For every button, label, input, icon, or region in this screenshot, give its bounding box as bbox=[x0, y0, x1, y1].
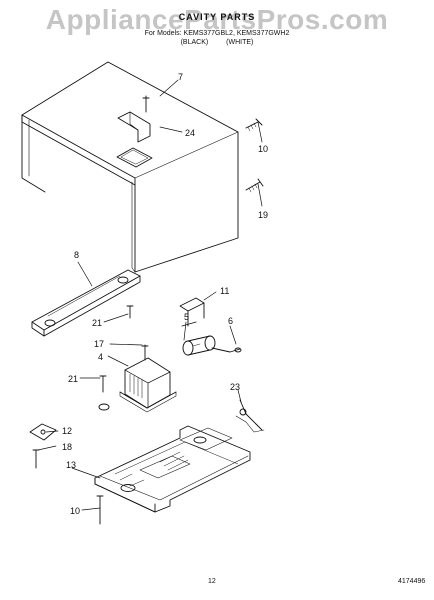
models-line: For Models: KEMS377GBL2, KEMS377GWH2 bbox=[144, 30, 290, 37]
callout-19: 19 bbox=[258, 210, 268, 220]
color-white-label: (WHITE) bbox=[226, 39, 254, 46]
part-number: 4174496 bbox=[398, 578, 426, 585]
callout-6: 6 bbox=[228, 316, 233, 326]
color-black-label: (BLACK) bbox=[180, 39, 209, 46]
color-variants: (BLACK) (WHITE) bbox=[0, 39, 434, 46]
screw-latch bbox=[32, 449, 40, 469]
diagram-title: CAVITY PARTS bbox=[178, 12, 256, 22]
capacitor-disc bbox=[98, 403, 110, 411]
callout-12: 12 bbox=[62, 426, 72, 436]
callout-13: 13 bbox=[66, 460, 76, 470]
mounting-bracket bbox=[117, 95, 151, 143]
callout-17: 17 bbox=[94, 339, 104, 349]
callout-21-lower: 21 bbox=[68, 374, 78, 384]
watermark: AppliancePartsPros.com bbox=[45, 4, 389, 35]
callout-labels: 7 24 10 19 8 11 21 5 6 17 4 21 23 12 18 … bbox=[62, 72, 268, 516]
diode bbox=[211, 347, 242, 353]
callout-5: 5 bbox=[184, 312, 189, 322]
screw-top-right bbox=[245, 118, 263, 132]
screw-right-lower bbox=[245, 178, 264, 193]
door-latch bbox=[29, 423, 57, 441]
screw-rail bbox=[126, 305, 134, 319]
callout-10-bottom: 10 bbox=[70, 506, 80, 516]
mounting-rail bbox=[31, 269, 141, 337]
capacitor bbox=[182, 335, 216, 356]
callout-8: 8 bbox=[74, 250, 79, 260]
screw-transformer-left bbox=[99, 375, 107, 393]
callout-21-upper: 21 bbox=[92, 318, 102, 328]
callout-11: 11 bbox=[220, 286, 229, 296]
cavity-wrapper bbox=[21, 61, 239, 273]
callout-4: 4 bbox=[98, 352, 103, 362]
capacitor-clip bbox=[179, 297, 205, 327]
callout-18: 18 bbox=[62, 442, 72, 452]
screw-base bbox=[96, 495, 104, 525]
callout-10-top: 10 bbox=[258, 144, 268, 154]
transformer bbox=[119, 344, 177, 413]
callout-23: 23 bbox=[230, 382, 240, 392]
leader-lines bbox=[37, 79, 263, 511]
page-number: 12 bbox=[208, 578, 216, 585]
base-plate bbox=[94, 425, 251, 513]
callout-24: 24 bbox=[185, 128, 195, 138]
thermal-cutoff bbox=[235, 399, 265, 433]
callout-7: 7 bbox=[178, 72, 183, 82]
